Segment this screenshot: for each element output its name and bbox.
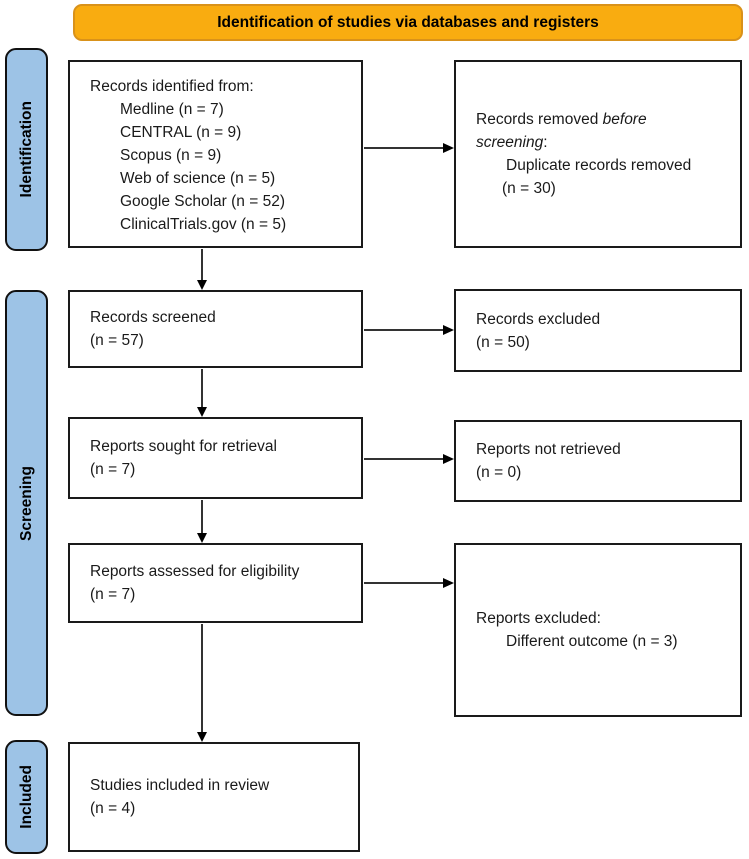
- arrow-down-assessed-to-included: [201, 624, 203, 732]
- box-line: (n = 57): [90, 332, 144, 349]
- box-line: ClinicalTrials.gov (n = 5): [120, 216, 287, 233]
- arrow-down-sought-to-assessed: [201, 500, 203, 533]
- box-line: (n = 30): [502, 180, 556, 197]
- stage-bar-identification: Identification: [5, 48, 48, 251]
- box-line: (n = 7): [90, 461, 136, 478]
- box-records-screened: Records screened (n = 57): [68, 290, 363, 368]
- box-line: Reports not retrieved: [476, 441, 621, 458]
- stage-label-included: Included: [17, 765, 35, 829]
- banner-identification-of-studies: Identification of studies via databases …: [73, 4, 743, 41]
- box-line: (n = 4): [90, 800, 136, 817]
- box-line: CENTRAL (n = 9): [120, 124, 242, 141]
- box-line: Web of science (n = 5): [120, 170, 276, 187]
- box-records-removed: Records removed before screening: Duplic…: [454, 60, 742, 248]
- box-line: Scopus (n = 9): [120, 147, 222, 164]
- arrow-right-sought-to-not-retrieved: [364, 458, 443, 460]
- box-line: Medline (n = 7): [120, 101, 224, 118]
- box-reports-excluded: Reports excluded: Different outcome (n =…: [454, 543, 742, 717]
- box-line: Records removed before screening:: [476, 108, 722, 154]
- arrow-down-identified-to-screened: [201, 249, 203, 280]
- box-line: (n = 50): [476, 333, 530, 351]
- arrow-right-screened-to-excluded: [364, 329, 443, 331]
- text-fragment: :: [543, 134, 548, 151]
- box-studies-included: Studies included in review (n = 4): [68, 742, 360, 852]
- box-line: Studies included in review: [90, 777, 270, 794]
- box-reports-assessed: Reports assessed for eligibility (n = 7): [68, 543, 363, 623]
- arrow-right-identified-to-removed: [364, 147, 443, 149]
- box-line: (n = 0): [476, 464, 522, 481]
- box-line: Reports sought for retrieval: [90, 438, 277, 455]
- box-records-identified: Records identified from: Medline (n = 7)…: [68, 60, 363, 248]
- box-line: Google Scholar (n = 52): [120, 193, 285, 210]
- box-line: Records identified from:: [90, 78, 254, 95]
- stage-bar-included: Included: [5, 740, 48, 854]
- box-line: Reports excluded:: [476, 610, 601, 627]
- stage-label-identification: Identification: [17, 101, 35, 198]
- banner-title: Identification of studies via databases …: [217, 13, 599, 31]
- arrow-down-screened-to-sought: [201, 369, 203, 407]
- stage-bar-screening: Screening: [5, 290, 48, 716]
- box-reports-not-retrieved: Reports not retrieved (n = 0): [454, 420, 742, 502]
- box-line: Reports assessed for eligibility: [90, 563, 300, 580]
- text-fragment: Records removed: [476, 111, 603, 128]
- box-line: Records excluded: [476, 310, 601, 328]
- box-records-excluded: Records excluded (n = 50): [454, 289, 742, 372]
- box-reports-sought: Reports sought for retrieval (n = 7): [68, 417, 363, 499]
- box-line: Duplicate records removed: [506, 157, 692, 174]
- arrow-right-assessed-to-excluded: [364, 582, 443, 584]
- box-line: Records screened: [90, 309, 216, 326]
- text-fragment-italic: before screening: [476, 111, 647, 151]
- box-line: Different outcome (n = 3): [506, 633, 678, 650]
- box-line: (n = 7): [90, 586, 136, 603]
- stage-label-screening: Screening: [17, 465, 35, 541]
